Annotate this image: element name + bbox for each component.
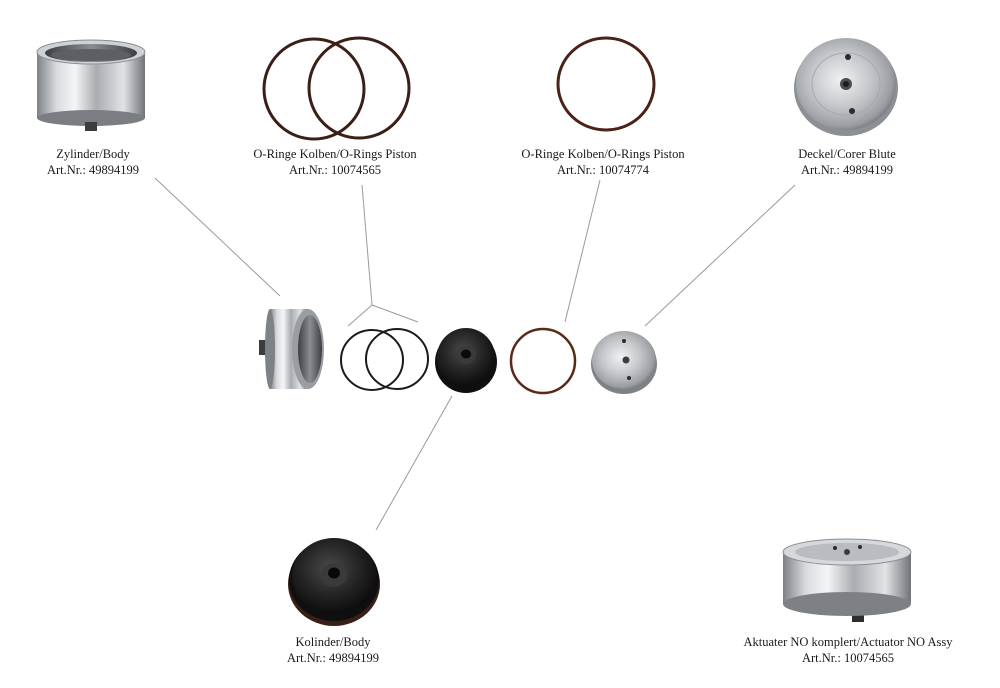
part-article-number: Art.Nr.: 10074565: [801, 651, 894, 665]
part-article-number: Art.Nr.: 49894199: [800, 163, 893, 177]
part-name: Aktuater NO komplert/Actuator NO Assy: [743, 635, 953, 649]
double-o-ring-icon: [262, 36, 411, 141]
label-deckel: Deckel/Corer Blute Art.Nr.: 49894199: [782, 146, 912, 178]
part-article-number: Art.Nr.: 49894199: [286, 651, 379, 665]
part-name: O-Ringe Kolben/O-Rings Piston: [521, 147, 685, 161]
leader-lines: [154, 177, 796, 531]
part-name: O-Ringe Kolben/O-Rings Piston: [253, 147, 417, 161]
part-article-number: Art.Nr.: 49894199: [46, 163, 139, 177]
label-kolben: Kolinder/Body Art.Nr.: 49894199: [268, 634, 398, 666]
o-ring-icon: [556, 36, 656, 132]
leader-line-oring-piston: [564, 179, 601, 323]
label-aktuator: Aktuater NO komplert/Actuator NO Assy Ar…: [728, 634, 968, 666]
actuator-assembly-icon: [782, 538, 912, 622]
label-oring-kolben: O-Ringe Kolben/O-Rings Piston Art.Nr.: 1…: [240, 146, 430, 178]
middle-double-o-ring-icon: [340, 328, 429, 391]
middle-o-ring-icon: [509, 327, 577, 395]
part-article-number: Art.Nr.: 10074774: [556, 163, 649, 177]
leader-line-zylinder: [154, 177, 281, 297]
leader-line-oring-kolben-branch: [371, 304, 419, 323]
part-article-number: Art.Nr.: 10074565: [288, 163, 381, 177]
piston-icon: [288, 538, 380, 626]
cover-plate-icon: [794, 38, 898, 136]
middle-cylinder-body-icon: [259, 309, 324, 389]
part-name: Zylinder/Body: [56, 147, 130, 161]
middle-piston-icon: [435, 328, 497, 393]
middle-cover-plate-icon: [591, 331, 657, 394]
label-oring-piston: O-Ringe Kolben/O-Rings Piston Art.Nr.: 1…: [508, 146, 698, 178]
cylinder-body-icon: [36, 39, 146, 131]
label-zylinder: Zylinder/Body Art.Nr.: 49894199: [28, 146, 158, 178]
leader-line-deckel: [644, 184, 796, 327]
leader-line-kolben: [375, 395, 453, 531]
part-name: Kolinder/Body: [295, 635, 371, 649]
leader-line-oring-kolben: [347, 184, 373, 327]
part-name: Deckel/Corer Blute: [798, 147, 896, 161]
